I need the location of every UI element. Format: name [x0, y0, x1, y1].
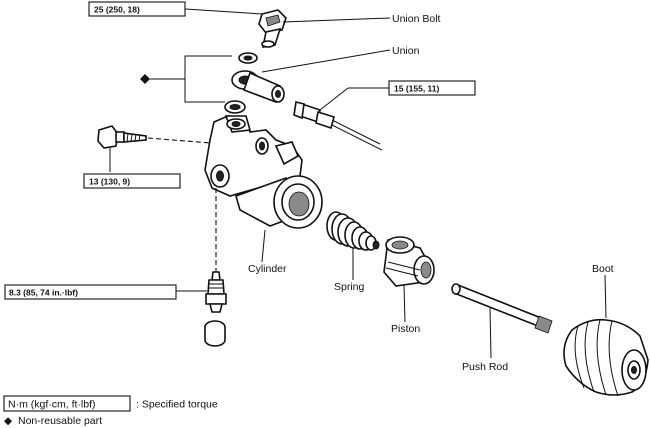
label-piston: Piston: [391, 323, 420, 335]
torque-value-bleeder: 8.3 (85, 74 in.·lbf): [9, 288, 78, 298]
mount-bolt-part: [97, 125, 147, 149]
union-bolt-torque-leader: [184, 8, 263, 15]
torque-value-tube-nut: 15 (155, 11): [394, 84, 440, 94]
lower-gasket: [224, 100, 246, 114]
boot-leader: [604, 274, 607, 319]
torque-box-tube-nut: 15 (155, 11): [388, 80, 476, 96]
brake-tube: [293, 101, 383, 151]
piston-leader: [403, 284, 406, 323]
bleeder-cap-part: [204, 320, 226, 347]
union-part: [231, 70, 285, 104]
mount-bolt-path: [147, 137, 263, 148]
legend-nonreusable-desc: Non-reusable part: [18, 415, 102, 427]
bleeder-plug-part: [205, 271, 227, 313]
union-bolt-part: [258, 9, 287, 48]
cylinder-leader: [261, 229, 266, 263]
push-rod-part: [451, 283, 553, 334]
label-union: Union: [392, 45, 420, 57]
tube-nut-leader-a: [319, 87, 349, 111]
piston-part: [383, 236, 435, 287]
boot-part: [563, 318, 649, 397]
spring-part: [326, 211, 380, 251]
legend: N·m (kgf·cm, ft·lbf) : Specified torque …: [3, 395, 218, 427]
label-push-rod: Push Rod: [462, 361, 508, 373]
cylinder-body: [204, 115, 323, 229]
legend-unit-text: N·m (kgf·cm, ft·lbf): [8, 399, 96, 411]
torque-value-union-bolt: 25 (250, 18): [94, 5, 140, 15]
legend-unit-desc: : Specified torque: [136, 399, 218, 411]
diamond-icon: [140, 74, 150, 84]
label-union-bolt: Union Bolt: [392, 13, 441, 25]
torque-box-union-bolt: 25 (250, 18): [88, 1, 186, 17]
torque-value-mount-bolt: 13 (130, 9): [89, 177, 130, 187]
union-bolt-leader: [282, 17, 391, 23]
label-boot: Boot: [592, 263, 614, 275]
upper-gasket: [238, 52, 258, 64]
union-leader: [261, 49, 391, 73]
nonreusable-bracket: [140, 55, 232, 103]
torque-box-mount-bolt: 13 (130, 9): [83, 173, 181, 189]
torque-box-bleeder: 8.3 (85, 74 in.·lbf): [4, 284, 177, 300]
legend-unit-box: [3, 395, 131, 412]
label-spring: Spring: [334, 281, 365, 293]
label-cylinder: Cylinder: [248, 263, 287, 275]
legend-diamond-icon: ◆: [4, 415, 13, 427]
push-rod-leader: [489, 306, 492, 359]
